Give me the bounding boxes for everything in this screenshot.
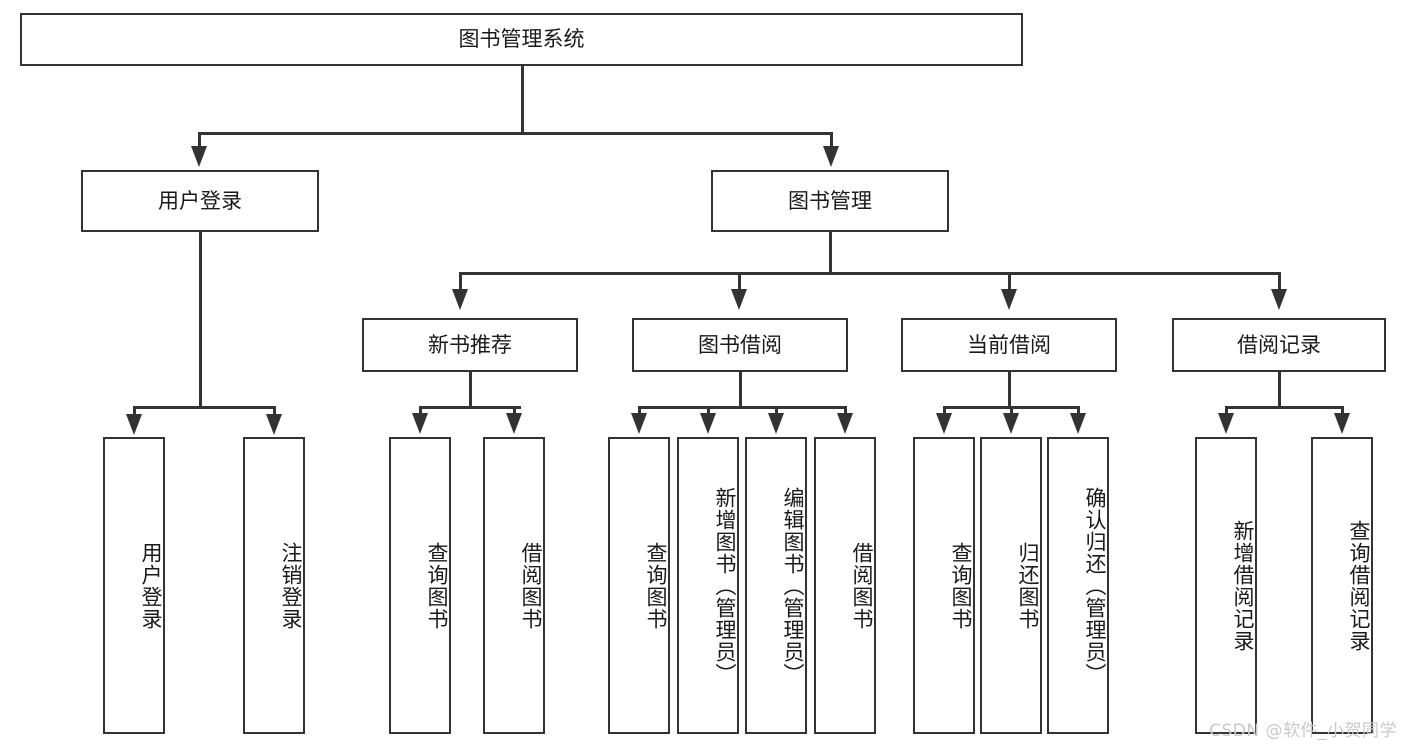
- connector-book-borrow-drop-2: [707, 406, 710, 415]
- arrowhead-current-borrow-leaf-2: [1003, 413, 1019, 434]
- arrowhead-new-book-leaf-1: [412, 413, 428, 434]
- connector-new-book-stem: [469, 372, 472, 408]
- node-label: 查询图书: [949, 541, 973, 630]
- arrowhead-current-borrow-leaf-3: [1070, 413, 1086, 434]
- arrowhead-borrow-record-leaf-1: [1218, 413, 1234, 434]
- node-current-borrow[interactable]: 当前借阅: [901, 318, 1117, 372]
- connector-root-stem: [521, 66, 524, 134]
- connector-book-borrow-drop-1: [638, 406, 641, 415]
- leaf-logout[interactable]: 注销登录: [243, 437, 305, 734]
- node-label: 用户登录: [158, 188, 242, 213]
- connector-new-book-drop-1: [419, 406, 422, 415]
- arrowhead-to-book-management: [823, 146, 839, 167]
- connector-current-borrow-stem: [1008, 372, 1011, 408]
- node-label: 编辑图书（管理员）: [781, 486, 805, 685]
- connector-user-login-drop-1: [133, 406, 136, 416]
- leaf-recommend-query-books[interactable]: 查询图书: [389, 437, 451, 734]
- connector-current-borrow-drop-2: [1010, 406, 1013, 415]
- leaf-borrow-add-book-admin[interactable]: 新增图书（管理员）: [677, 437, 739, 734]
- connector-borrow-record-bar: [1225, 406, 1342, 409]
- node-label: 图书管理系统: [458, 27, 585, 52]
- leaf-current-query-books[interactable]: 查询图书: [913, 437, 975, 734]
- arrowhead-book-borrow-leaf-1: [631, 413, 647, 434]
- leaf-record-query-borrow-record[interactable]: 查询借阅记录: [1311, 437, 1373, 734]
- connector-root-to-book-management: [830, 132, 833, 147]
- leaf-borrow-query-books[interactable]: 查询图书: [608, 437, 670, 734]
- node-label: 借阅图书: [850, 541, 874, 630]
- connector-bm-drop-book-borrow: [738, 272, 741, 290]
- connector-new-book-drop-2: [513, 406, 516, 415]
- leaf-record-add-borrow-record[interactable]: 新增借阅记录: [1195, 437, 1257, 734]
- node-label: 新增借阅记录: [1231, 519, 1255, 652]
- node-label: 注销登录: [279, 541, 303, 630]
- connector-bm-drop-current-borrow: [1008, 272, 1011, 290]
- arrowhead-book-borrow-leaf-3: [768, 413, 784, 434]
- node-label: 查询图书: [644, 541, 668, 630]
- connector-book-borrow-bar: [638, 406, 846, 409]
- node-label: 新书推荐: [428, 332, 512, 357]
- node-label: 图书管理: [788, 188, 872, 213]
- connector-book-management-bar: [459, 272, 1281, 275]
- arrowhead-new-book-leaf-2: [506, 413, 522, 434]
- leaf-current-confirm-return-admin[interactable]: 确认归还（管理员）: [1047, 437, 1109, 734]
- leaf-borrow-edit-book-admin[interactable]: 编辑图书（管理员）: [745, 437, 807, 734]
- connector-root-to-user-login: [198, 132, 201, 147]
- node-root-library-system[interactable]: 图书管理系统: [20, 13, 1023, 66]
- connector-current-borrow-drop-1: [943, 406, 946, 415]
- node-label: 借阅图书: [519, 541, 543, 630]
- node-label: 图书借阅: [698, 332, 782, 357]
- arrowhead-to-borrow-record: [1271, 289, 1287, 310]
- node-label: 用户登录: [139, 541, 163, 630]
- connector-user-login-drop-2: [273, 406, 276, 416]
- connector-book-borrow-stem: [739, 372, 742, 408]
- node-label: 查询图书: [425, 541, 449, 630]
- node-user-login[interactable]: 用户登录: [81, 170, 319, 232]
- arrowhead-borrow-record-leaf-2: [1334, 413, 1350, 434]
- arrowhead-to-user-login: [191, 146, 207, 167]
- connector-book-borrow-drop-3: [775, 406, 778, 415]
- leaf-current-return-books[interactable]: 归还图书: [980, 437, 1042, 734]
- arrowhead-user-login-leaf-2: [266, 414, 282, 435]
- node-book-management[interactable]: 图书管理: [711, 170, 949, 232]
- connector-user-login-bar: [133, 406, 275, 409]
- arrowhead-book-borrow-leaf-2: [700, 413, 716, 434]
- leaf-user-login[interactable]: 用户登录: [103, 437, 165, 734]
- connector-new-book-bar: [419, 406, 521, 409]
- arrowhead-to-current-borrow: [1001, 289, 1017, 310]
- arrowhead-to-new-book-recommend: [452, 289, 468, 310]
- node-label: 借阅记录: [1237, 332, 1321, 357]
- node-new-book-recommend[interactable]: 新书推荐: [362, 318, 578, 372]
- connector-current-borrow-drop-3: [1077, 406, 1080, 415]
- node-label: 查询借阅记录: [1347, 519, 1371, 652]
- node-label: 归还图书: [1016, 541, 1040, 630]
- csdn-watermark: CSDN @软件_小贺同学: [1209, 721, 1397, 741]
- connector-user-login-stem: [199, 232, 202, 408]
- leaf-borrow-borrow-books[interactable]: 借阅图书: [814, 437, 876, 734]
- connector-borrow-record-stem: [1278, 372, 1281, 408]
- connector-bm-drop-borrow-record: [1278, 272, 1281, 290]
- node-label: 新增图书（管理员）: [713, 486, 737, 685]
- arrowhead-to-book-borrow: [731, 289, 747, 310]
- connector-root-bar: [198, 132, 832, 135]
- connector-borrow-record-drop-1: [1225, 406, 1228, 415]
- node-book-borrow[interactable]: 图书借阅: [632, 318, 848, 372]
- connector-book-borrow-drop-4: [844, 406, 847, 415]
- connector-borrow-record-drop-2: [1341, 406, 1344, 415]
- arrowhead-current-borrow-leaf-1: [936, 413, 952, 434]
- arrowhead-user-login-leaf-1: [126, 414, 142, 435]
- arrowhead-book-borrow-leaf-4: [837, 413, 853, 434]
- connector-bm-drop-new-book: [459, 272, 462, 290]
- connector-book-management-stem: [829, 232, 832, 274]
- node-borrow-record[interactable]: 借阅记录: [1172, 318, 1386, 372]
- node-label: 确认归还（管理员）: [1083, 486, 1107, 685]
- leaf-recommend-borrow-books[interactable]: 借阅图书: [483, 437, 545, 734]
- node-label: 当前借阅: [967, 332, 1051, 357]
